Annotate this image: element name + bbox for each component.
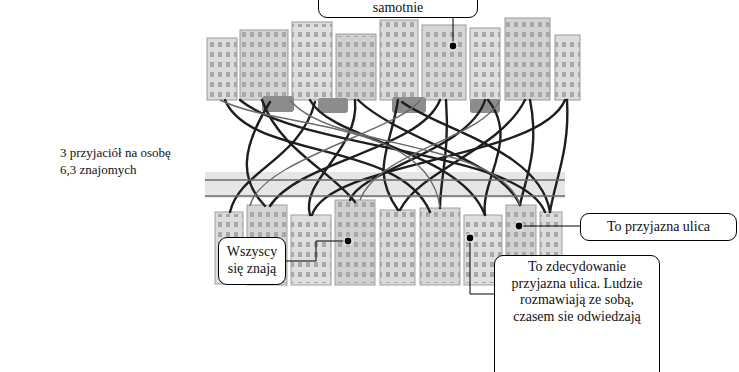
street-edge — [205, 195, 565, 196]
tie-line — [290, 100, 520, 205]
leader-dots — [344, 42, 523, 245]
windows — [207, 40, 237, 98]
top-houses — [207, 18, 580, 100]
house — [470, 28, 500, 100]
house — [291, 215, 331, 285]
leader-dot — [449, 42, 457, 50]
car — [318, 98, 348, 113]
callout-text: samotnie — [325, 0, 471, 17]
leader-line — [286, 241, 348, 261]
social-ties-light — [205, 100, 565, 208]
house — [380, 210, 415, 285]
windows — [336, 36, 376, 98]
house — [380, 20, 418, 100]
leader-line — [519, 226, 580, 227]
windows — [292, 24, 332, 98]
tie-line — [485, 100, 501, 215]
leader-line — [470, 238, 494, 294]
callout-text: To przyjazna ulica — [585, 219, 732, 236]
tie-line — [550, 100, 567, 212]
house — [555, 35, 580, 100]
windows — [335, 202, 375, 283]
callout-box: Wszyscy się znają — [218, 237, 286, 285]
leader-dot — [466, 234, 474, 242]
street-edge — [205, 179, 565, 180]
house — [292, 22, 332, 100]
house — [420, 208, 460, 285]
callout-box: To zdecydowanie przyjazna ulica. Ludzie … — [494, 255, 660, 372]
tie-line — [240, 100, 545, 212]
tie-line — [220, 100, 440, 208]
windows — [505, 20, 550, 98]
house — [335, 200, 375, 285]
windows — [422, 27, 466, 98]
callout-box: To przyjazna ulica — [580, 213, 737, 241]
tie-line — [358, 100, 520, 205]
windows — [470, 30, 500, 98]
callout-text: To zdecydowanie przyjazna ulica. Ludzie … — [500, 259, 654, 325]
leader-lines — [286, 16, 580, 294]
leader-dot — [344, 237, 352, 245]
house — [505, 18, 550, 100]
windows — [380, 212, 415, 283]
house — [207, 38, 237, 100]
cars — [262, 96, 500, 113]
tie-line — [250, 100, 420, 206]
callout-box: samotnie — [318, 0, 478, 18]
tie-line — [350, 100, 485, 200]
windows — [380, 22, 418, 98]
tie-line — [384, 100, 398, 210]
leader-dot — [515, 222, 523, 230]
statistic-note: 6,3 znajomych — [60, 162, 137, 178]
tie-line — [360, 100, 500, 200]
house — [422, 25, 466, 100]
house — [240, 30, 288, 100]
windows — [420, 210, 460, 283]
windows — [555, 37, 580, 98]
windows — [291, 217, 331, 283]
callout-text: Wszyscy się znają — [222, 244, 282, 277]
windows — [240, 32, 288, 98]
top-windows — [207, 20, 580, 98]
house — [336, 34, 376, 100]
statistic-note: 3 przyjaciół na osobę — [60, 145, 171, 161]
